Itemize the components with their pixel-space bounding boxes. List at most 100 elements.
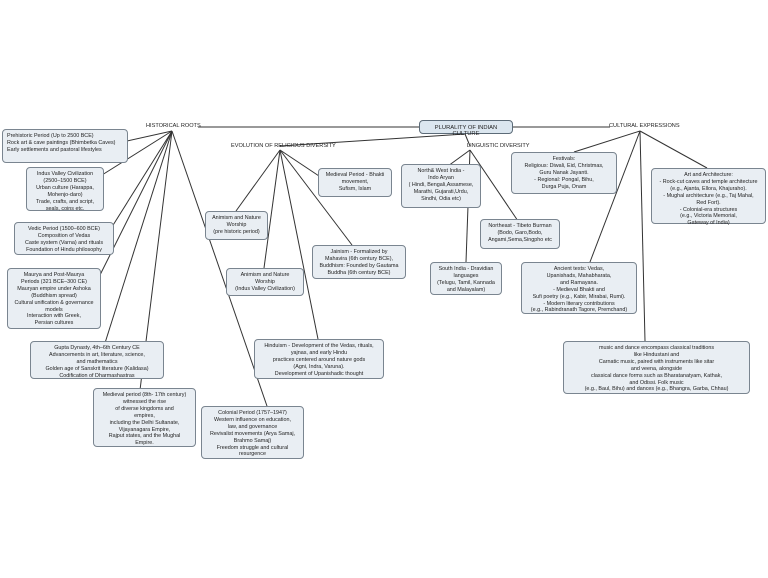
node-text-line: (Telugu, Tamil, Kannada: [437, 279, 495, 286]
node-text-line: (2500–1500 BCE): [43, 177, 87, 184]
node-text-line: Sufism, Islam: [338, 185, 372, 192]
connector: [101, 130, 173, 176]
node-text-line: Interaction with Greek,: [27, 313, 81, 320]
branch-religious-diversity: EVOLUTION OF RELIGIOUS DIVERSITY: [231, 143, 336, 149]
connector: [171, 130, 269, 410]
node-text-line: Art and Architecture:: [684, 172, 733, 178]
node-text-line: (e.g., Ajanta, Ellora, Khajuraho).: [670, 185, 747, 192]
node-text-line: - Regional: Pongal, Bihu,: [534, 176, 594, 183]
node-text-line: Mauryan empire under Ashoka: [17, 285, 91, 292]
node-text-line: Advancements in art, literature, science…: [49, 351, 145, 358]
node-text-line: Animism and Nature: [240, 272, 290, 278]
node-text-line: practices centered around nature gods: [272, 356, 366, 363]
node-text-line: Trade, crafts, and script,: [36, 198, 94, 205]
node-text-line: including the Delhi Sultanate,: [109, 419, 180, 426]
node-text-line: Worship: [226, 221, 247, 228]
node-text-line: empires,: [134, 412, 155, 419]
node-text-line: Revivalist movements (Arya Samaj,: [209, 430, 296, 437]
node-text-line: Gupta Dynasty, 4th–6th Century CE: [54, 345, 140, 351]
connector: [573, 130, 641, 153]
node-text-line: of diverse kingdoms and: [115, 405, 174, 412]
node-text-line: - Colonial-era structures: [679, 206, 738, 213]
node-text-line: Buddha (6th century BCE): [327, 269, 391, 276]
node-text-line: Sindhi, Odia etc): [421, 195, 461, 202]
node-text-line: movement,: [341, 178, 369, 185]
node-text-line: Marathi, Gujarati,Urdu,: [413, 188, 469, 195]
node-text-line: Mahavira (6th century BCE),: [324, 255, 393, 262]
node-text-line: Periods (321 BCE–300 CE): [21, 278, 87, 285]
connector: [639, 130, 646, 342]
node-text-line: Vijayanagara Empire,: [118, 426, 171, 433]
node-text-line: Rock art & cave paintings (Bhimbetka Cav…: [7, 139, 116, 146]
node-text-line: Persian cultures: [34, 320, 74, 327]
branch-historical-roots: HISTORICAL ROOTS: [146, 123, 201, 129]
node-text-line: Colonial Period (1757–1947): [218, 410, 287, 416]
node-festivals[interactable]: Festivals:Religious: Diwali, Eid, Christ…: [511, 152, 617, 194]
connector: [279, 149, 353, 246]
node-text-line: resurgence: [239, 451, 266, 458]
node-text-line: classical dance forms such as Bharatanat…: [591, 372, 722, 379]
node-text-line: Vedic Period (1500–600 BCE): [28, 226, 100, 232]
node-text-line: Carnatic music, paired with instruments …: [598, 358, 715, 365]
node-text-line: Rajput states, and the Mughal: [108, 433, 181, 440]
node-medieval-period[interactable]: Medieval period (8th- 17th century)witne…: [93, 388, 196, 447]
connector: [279, 149, 319, 340]
node-text-line: law, and governance: [227, 423, 278, 430]
branch-cultural-expressions: CULTURAL EXPRESSIONS: [609, 123, 680, 129]
node-text-line: and mathematics: [76, 358, 118, 365]
node-text-line: Composition of Vedas: [37, 232, 91, 239]
node-text-line: Sufi poetry (e.g., Kabir, Mirabai, Rumi)…: [532, 293, 626, 300]
node-text-line: Jainism - Formalized by: [330, 249, 388, 255]
connector: [104, 130, 173, 344]
node-hinduism-vedas[interactable]: Hinduism - Development of the Vedas, rit…: [254, 339, 384, 379]
node-indus-valley-civilization[interactable]: Indus Valley Civilization(2500–1500 BCE)…: [26, 167, 104, 212]
node-text-line: like Hindustani and: [633, 351, 680, 358]
node-text-line: ( Hindi, Bengali,Assamese,: [408, 181, 474, 188]
node-text-line: Codification of Dharmashastras: [59, 372, 135, 379]
node-text-line: and Ramayana.: [559, 279, 599, 286]
node-text-line: Indo Aryan: [428, 174, 454, 181]
node-vedic-period[interactable]: Vedic Period (1500–600 BCE)Composition o…: [14, 222, 114, 255]
node-music-dance[interactable]: music and dance encompass classical trad…: [563, 341, 750, 394]
connector: [639, 130, 708, 169]
node-text-line: Empire.: [135, 440, 154, 447]
node-text-line: Early settlements and pastoral lifestyle…: [7, 146, 102, 153]
connector: [279, 149, 323, 179]
connector: [279, 133, 466, 147]
node-text-line: Durga Puja, Onam: [541, 183, 587, 190]
node-tibeto-burman-languages[interactable]: Northeast - Tibeto Burman(Bodo, Garo,Bod…: [480, 219, 560, 249]
node-text-line: (Indus Valley Civilization): [235, 285, 295, 292]
node-text-line: Maurya and Post-Maurya: [23, 272, 85, 278]
node-art-architecture[interactable]: Art and Architecture:- Rock-cut caves an…: [651, 168, 766, 226]
node-text-line: Worship: [255, 278, 275, 285]
node-text-line: witnessed the rise: [122, 398, 167, 405]
connector: [464, 133, 471, 147]
node-text-line: Cultural unification & governance: [14, 299, 94, 306]
node-text-line: and veena, alongside: [630, 365, 683, 372]
node-text-line: Prehistoric Period (Up to 2500 BCE): [7, 133, 94, 139]
node-text-line: North& West India -: [417, 168, 465, 174]
node-text-line: Western influence on education,: [214, 416, 291, 423]
node-text-line: (pre historic period): [213, 228, 260, 235]
root-node[interactable]: PLURALITY OF INDIAN CULTURE: [419, 120, 513, 137]
branch-linguistic-diversity: LINGUISTIC DIVERSITY: [467, 143, 530, 149]
node-text-line: Urban culture (Harappa,: [36, 184, 94, 191]
node-indo-aryan-languages[interactable]: North& West India -Indo Aryan( Hindi, Be…: [401, 164, 481, 208]
node-prehistoric-period[interactable]: Prehistoric Period (Up to 2500 BCE)Rock …: [2, 129, 128, 163]
node-text-line: yajnas, and early Hindu: [290, 349, 348, 356]
node-text-line: Development of Upanishadic thought: [274, 370, 364, 377]
node-colonial-period[interactable]: Colonial Period (1757–1947)Western influ…: [201, 406, 304, 459]
node-text-line: models: [45, 306, 63, 313]
node-text-line: - Mughal architecture (e.g., Taj Mahal,: [663, 192, 754, 199]
node-text-line: (e.g., Victoria Memorial,: [680, 213, 737, 220]
node-literature[interactable]: Ancient texts: Vedas,Upanishads, Mahabha…: [521, 262, 637, 314]
node-text-line: (e.g., Rabindranath Tagore, Premchand): [530, 307, 628, 314]
